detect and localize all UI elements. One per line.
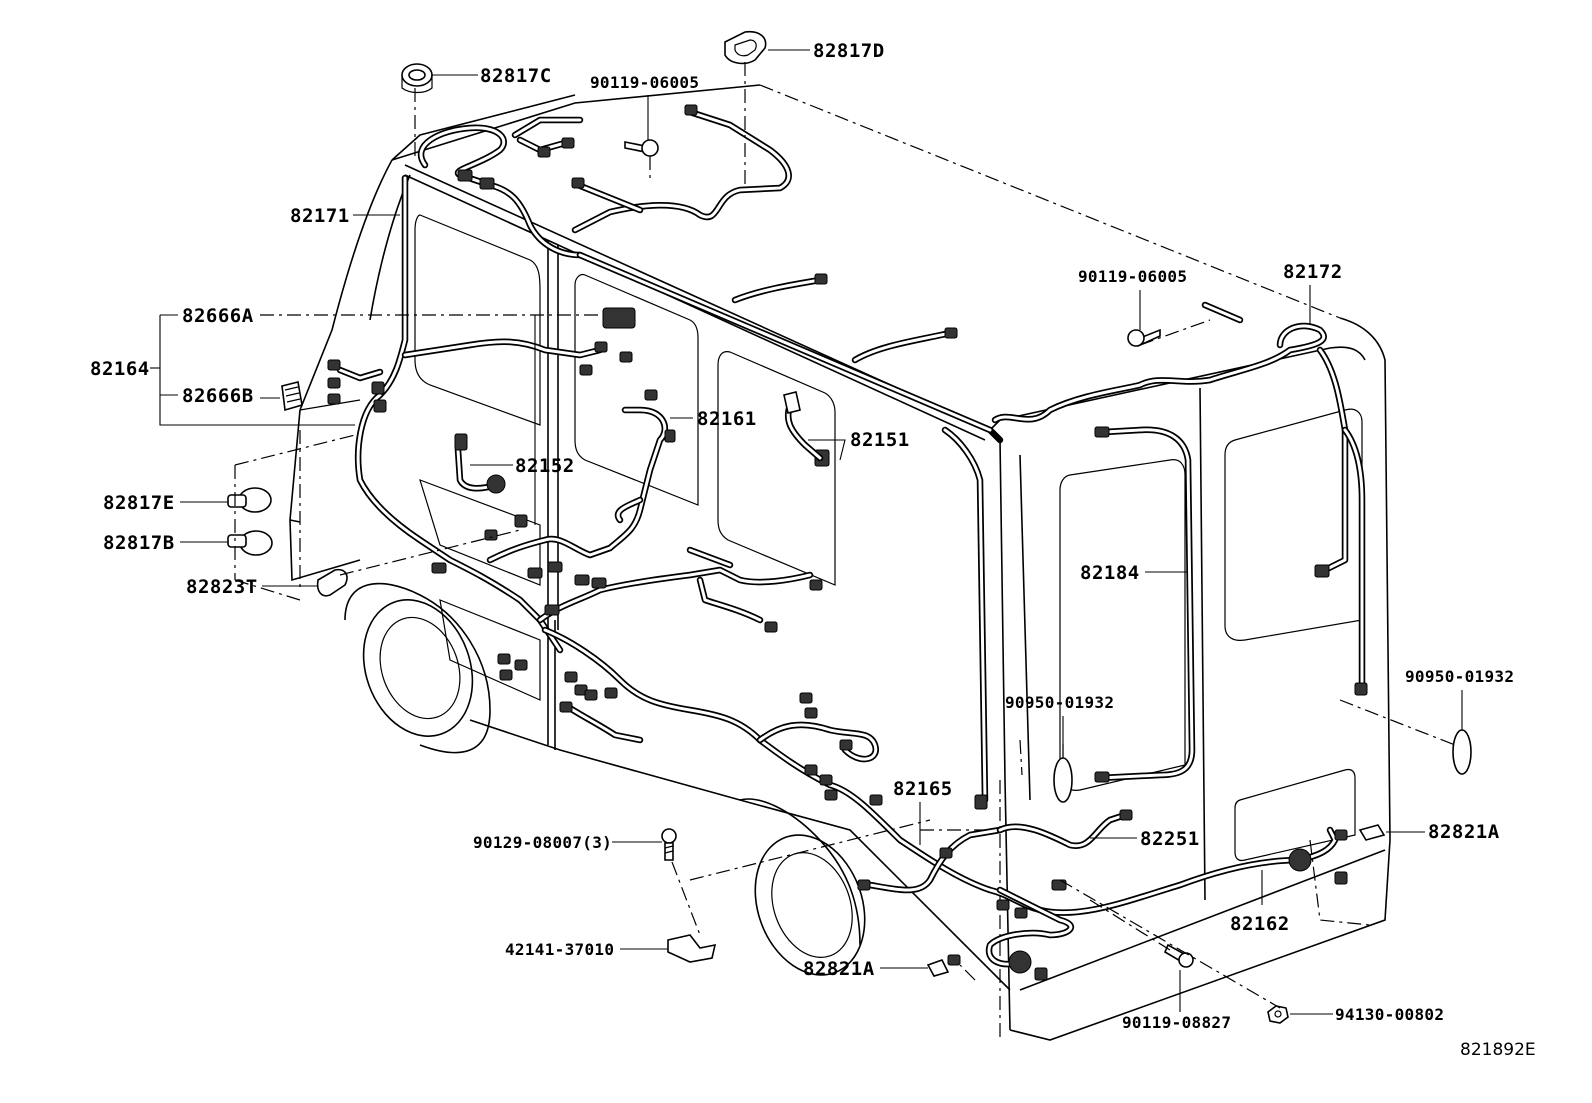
label-82817C: 82817C — [480, 65, 552, 87]
bolt-90119-08827 — [1163, 943, 1194, 968]
harness-roof — [417, 108, 1004, 804]
bolt-90129-08007 — [661, 828, 677, 861]
junction-block-82666B — [281, 381, 303, 412]
label-90119-06005-top: 90119-06005 — [590, 73, 699, 92]
nut-94130-00802 — [1267, 1005, 1289, 1024]
plug-90950-01932-mid — [1053, 757, 1073, 803]
plug-90950-01932-right — [1452, 729, 1472, 775]
part-labels: 82817C 82817D 90119-06005 82171 90119-06… — [90, 40, 1514, 1032]
label-90119-08827: 90119-08827 — [1122, 1013, 1231, 1032]
harness-rear-roof — [991, 301, 1366, 689]
label-82821A-right: 82821A — [1428, 821, 1500, 843]
label-82152: 82152 — [515, 455, 575, 477]
cover-82823T — [316, 568, 348, 597]
label-94130-00802: 94130-00802 — [1335, 1005, 1444, 1024]
van-body-outline — [289, 84, 1391, 1041]
label-82164: 82164 — [90, 358, 150, 380]
figure-code: 821892E — [1460, 1040, 1536, 1060]
label-82817E: 82817E — [103, 492, 175, 514]
assembly-lines — [234, 62, 1456, 1009]
label-82666B: 82666B — [182, 385, 254, 407]
parts — [227, 30, 1472, 1024]
label-90950-01932-mid: 90950-01932 — [1005, 693, 1114, 712]
label-82151: 82151 — [850, 429, 910, 451]
harness-rear-door — [1096, 426, 1196, 782]
harness-82151 — [783, 391, 824, 462]
leader-lines — [150, 49, 1463, 1015]
harness-floor — [454, 406, 1339, 968]
grommet-82817D — [724, 30, 767, 65]
clip-82821A-right — [1358, 824, 1386, 841]
label-82817B: 82817B — [103, 532, 175, 554]
label-82817D: 82817D — [813, 40, 885, 62]
label-82823T: 82823T — [186, 576, 258, 598]
label-42141-37010: 42141-37010 — [505, 940, 614, 959]
label-82165: 82165 — [893, 778, 953, 800]
label-82162: 82162 — [1230, 913, 1290, 935]
label-90950-01932-right: 90950-01932 — [1405, 667, 1514, 686]
connectors — [327, 104, 1368, 981]
bolt-90119-06005-right — [1127, 328, 1161, 348]
grommet-82817C — [401, 63, 433, 94]
label-82172: 82172 — [1283, 261, 1343, 283]
bolt-90119-06005-top — [624, 139, 659, 157]
clamp-82817B — [227, 530, 273, 556]
label-90129-08007: 90129-08007(3) — [473, 833, 612, 852]
label-82821A-bottom: 82821A — [803, 958, 875, 980]
label-82184: 82184 — [1080, 562, 1140, 584]
clip-82821A-bottom — [926, 959, 950, 977]
harness-82161 — [614, 496, 644, 524]
label-90119-06005-right: 90119-06005 — [1078, 267, 1187, 286]
label-82171: 82171 — [290, 205, 350, 227]
label-82161: 82161 — [697, 408, 757, 430]
bracket-42141-37010 — [667, 934, 717, 963]
label-82251: 82251 — [1140, 828, 1200, 850]
clamp-82817E — [227, 487, 272, 513]
label-82666A: 82666A — [182, 305, 254, 327]
